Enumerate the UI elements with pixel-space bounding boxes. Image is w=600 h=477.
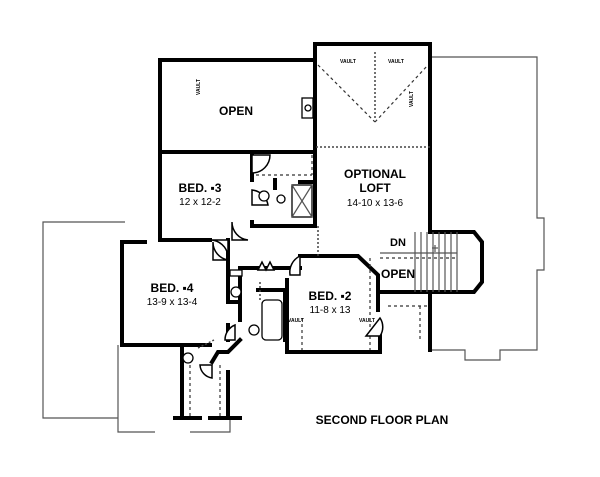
vault-label: VAULT [359, 318, 375, 324]
room-dims-bed-3: 12 x 12-2 [179, 197, 221, 208]
toilet-icon [248, 324, 260, 336]
room-dims-bed-4: 13-9 x 13-4 [147, 297, 198, 308]
room-label-open-stair: OPEN [381, 267, 415, 281]
plan-title: SECOND FLOOR PLAN [316, 413, 449, 427]
vault-labels: VAULT VAULT VAULT VAULT VAULT VAULT [196, 59, 415, 324]
room-labels: OPEN OPTIONAL LOFT 14-10 x 13-6 BED. ▪3 … [147, 104, 415, 316]
sink-icon [230, 286, 242, 298]
first-floor-outline [42, 56, 545, 433]
room-label-bed-3: BED. ▪3 [179, 181, 222, 195]
room-label-bed-2: BED. ▪2 [309, 289, 352, 303]
tub-icon [261, 299, 283, 341]
staircase [380, 232, 458, 292]
room-label-loft-2: LOFT [359, 181, 391, 195]
sink-icon [258, 190, 270, 202]
toilet-icon [276, 194, 286, 204]
vault-label: VAULT [409, 91, 415, 107]
room-label-bed-4: BED. ▪4 [151, 281, 194, 295]
room-label-loft: OPTIONAL [344, 167, 406, 181]
room-dims-loft: 14-10 x 13-6 [347, 198, 404, 209]
room-label-open-upper: OPEN [219, 104, 253, 118]
vault-label: VAULT [340, 59, 356, 65]
sink-icon [182, 352, 194, 364]
room-dims-bed-2: 11-8 x 13 [310, 305, 351, 316]
stair-down-label: DN [390, 237, 406, 249]
vault-label: VAULT [196, 79, 202, 95]
vault-label: VAULT [388, 59, 404, 65]
dashed-lines [189, 52, 430, 418]
bath-fixtures [182, 97, 314, 364]
vault-label: VAULT [288, 318, 304, 324]
